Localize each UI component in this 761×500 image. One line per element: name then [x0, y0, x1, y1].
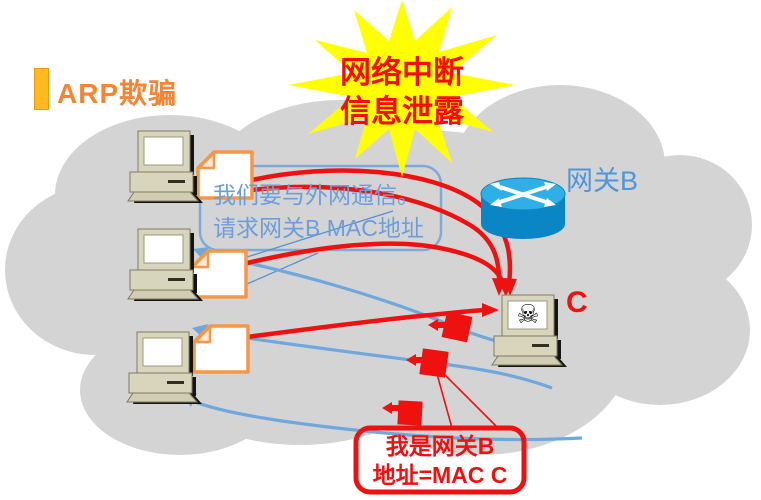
spoof-bubble-text: 我是网关B 地址=MAC C	[352, 432, 528, 490]
arp-request-lines	[177, 168, 513, 366]
router-icon	[480, 177, 566, 239]
starburst-warning-text: 网络中断 信息泄露	[290, 53, 514, 131]
starburst-line1: 网络中断	[340, 55, 464, 90]
host-computer-icon	[126, 331, 203, 405]
page-title: ARP欺骗	[57, 78, 178, 109]
starburst	[288, 0, 515, 177]
bubble-leader-lines	[246, 210, 394, 285]
gateway-b-label: 网关B	[566, 166, 639, 196]
request-line2: 请求网关B MAC地址	[213, 215, 424, 241]
spoof-line1: 我是网关B	[385, 433, 495, 459]
request-bubble-text: 我们要与外网通信。 请求网关B MAC地址	[213, 179, 448, 245]
spoof-bubble	[353, 425, 527, 495]
packet-callout-lines	[436, 370, 498, 429]
skull-icon: ☠	[516, 300, 540, 330]
document-icon	[190, 249, 248, 299]
title-accent-bar	[34, 68, 49, 110]
arp-request-arrowheads	[482, 278, 517, 317]
document-icon	[192, 324, 250, 374]
host-computer-icon	[127, 130, 204, 204]
starburst-line2: 信息泄露	[340, 94, 464, 129]
request-line1: 我们要与外网通信。	[213, 182, 420, 208]
spoof-line2: 地址=MAC C	[372, 462, 508, 488]
host-computer-icon	[127, 228, 204, 302]
spoofed-packet-icon	[382, 311, 473, 426]
attacker-c-label: C	[566, 286, 588, 319]
network-cloud	[5, 85, 752, 455]
